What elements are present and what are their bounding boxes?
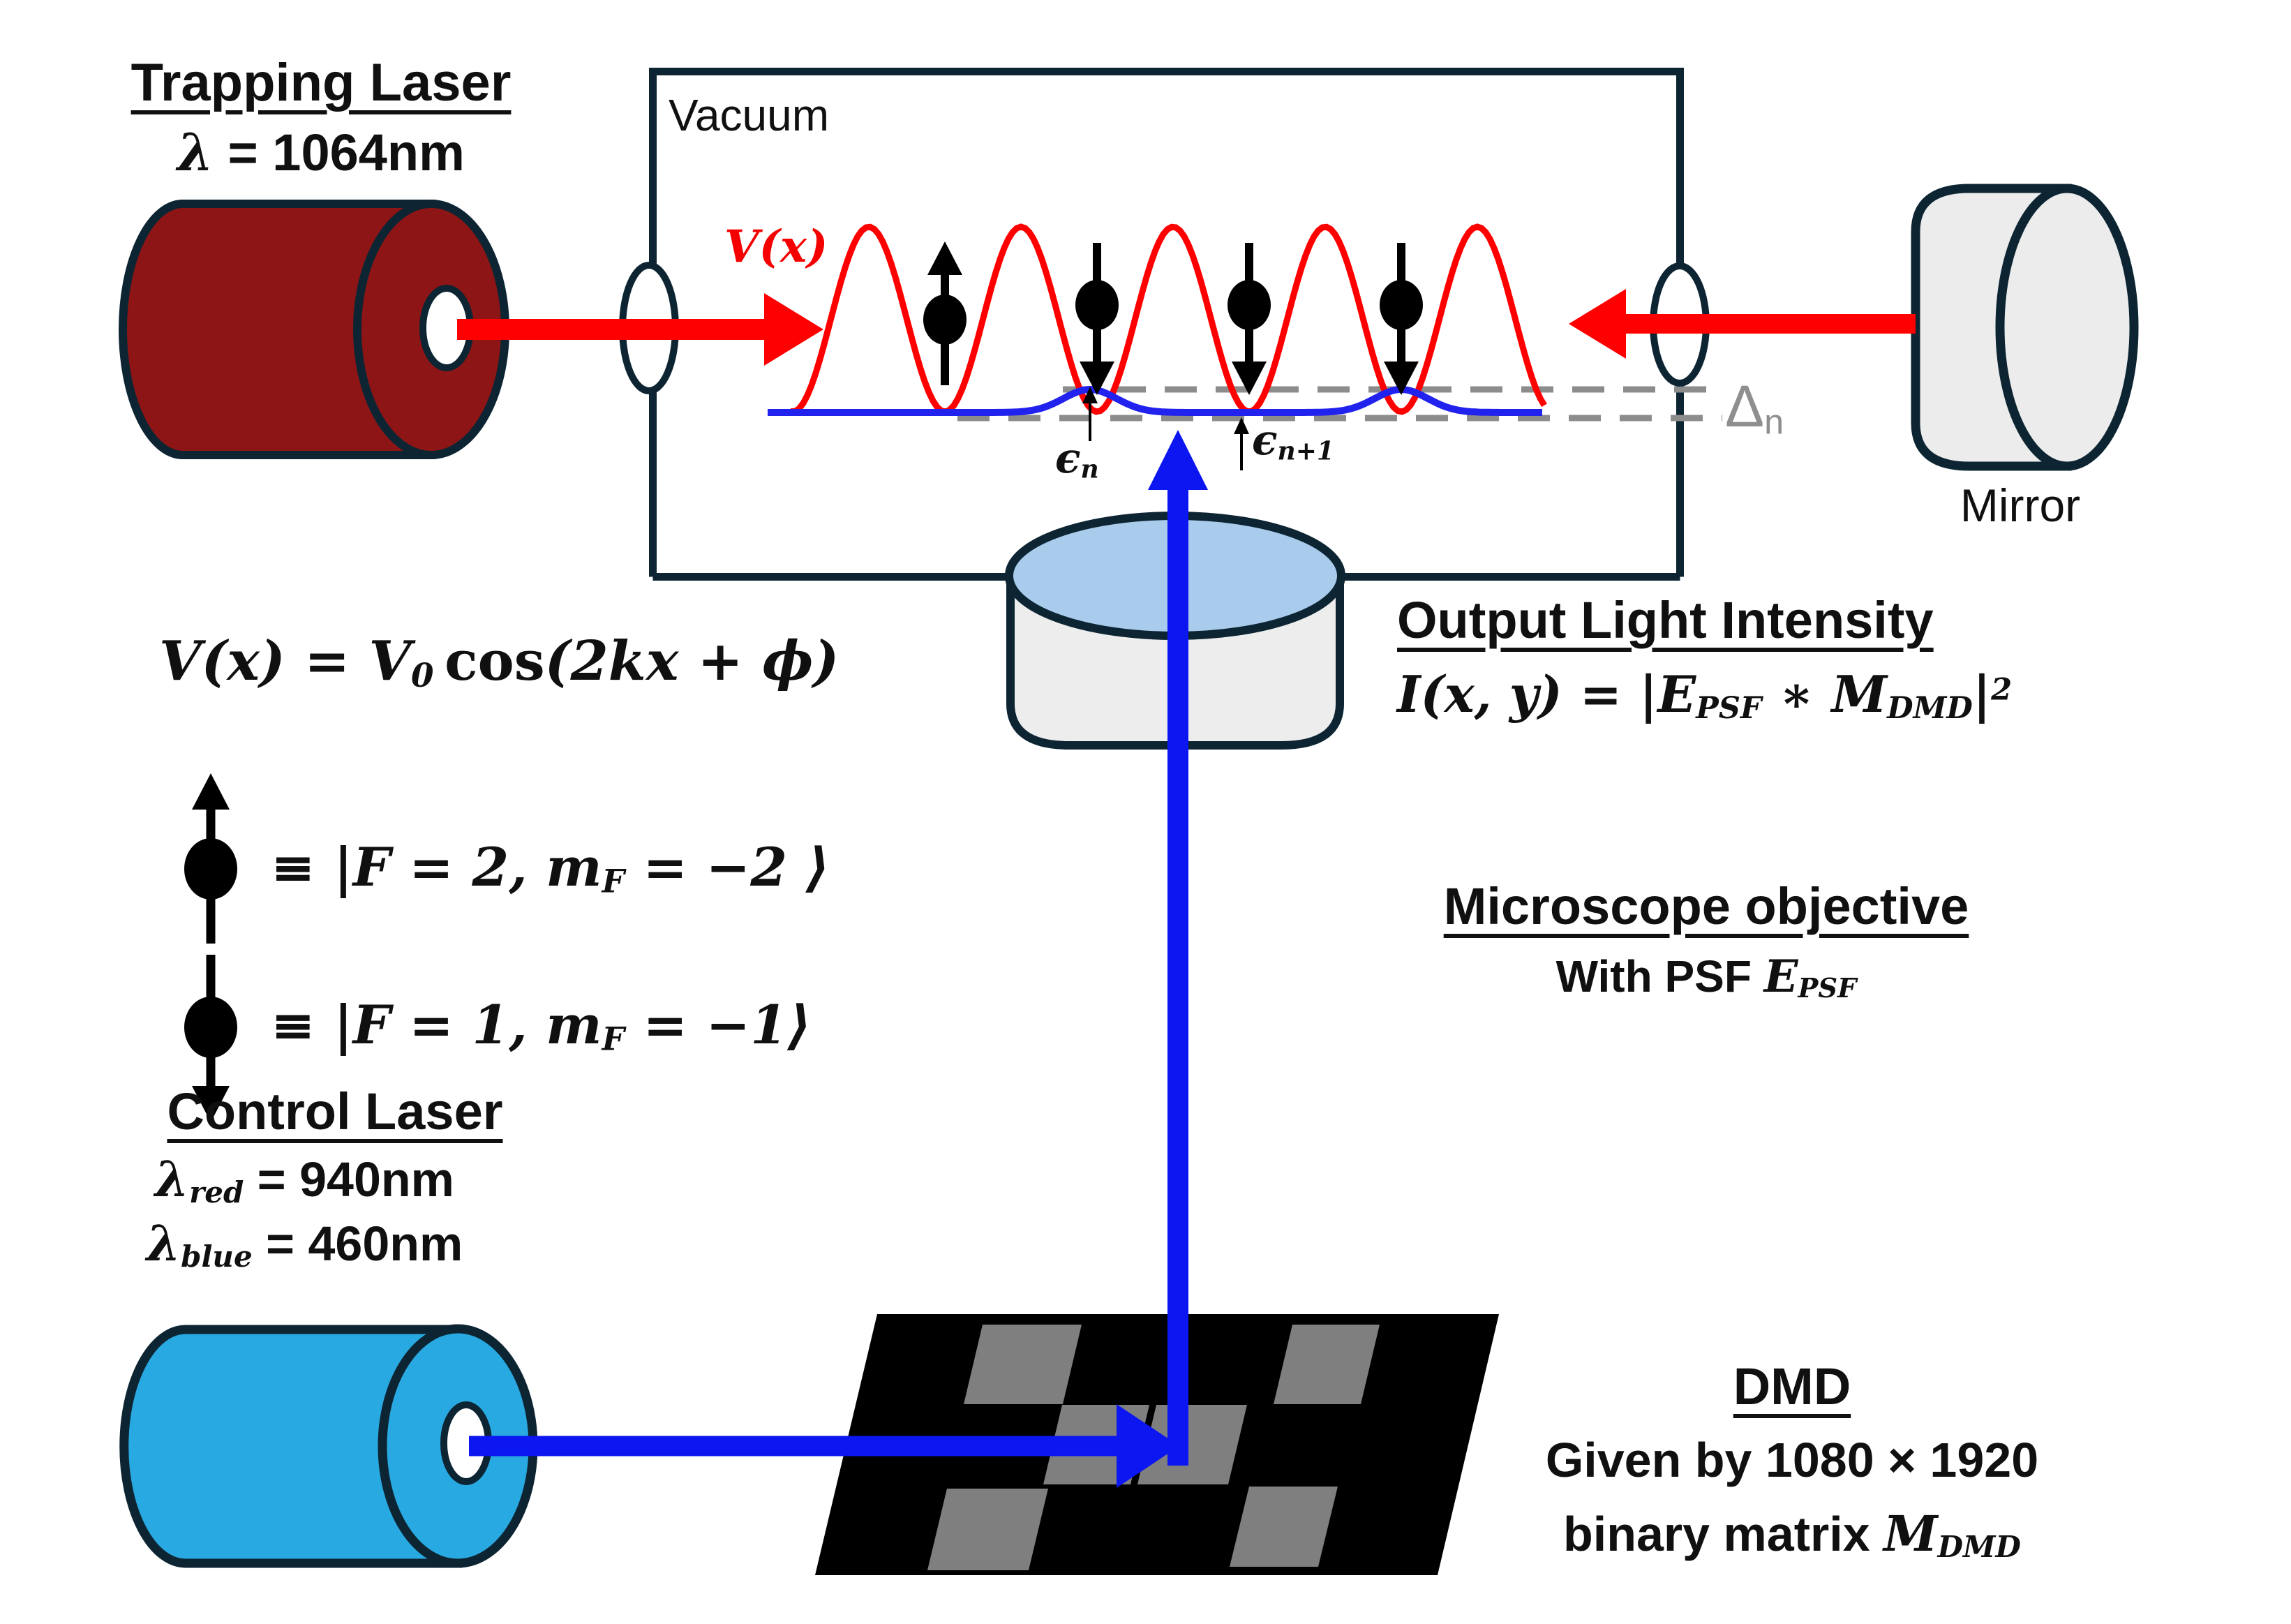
trapping-laser-title-text: Trapping Laser (130, 53, 512, 112)
spin-down-definition: ≡ |F = 1, mF = −1⟩ (271, 994, 812, 1058)
atom-spin-down-1 (1075, 243, 1119, 395)
dmd-tile-top-left (964, 1325, 1082, 1404)
dmd-tile-center-right (1137, 1405, 1247, 1484)
mirror-label: Mirror (1960, 479, 2081, 531)
control-beam-arrow (469, 1404, 1179, 1488)
trapping-laser-cylinder (119, 200, 509, 459)
epsilon-n-label: ϵn (1055, 434, 1099, 484)
spin-up-definition: ≡ |F = 2, mF = −2 ⟩ (271, 836, 830, 900)
spin-down-glyph (184, 955, 237, 1122)
dmd-tile-bottom-right (1230, 1487, 1338, 1567)
control-laser-blue-wavelength: λblue = 460nm (147, 1214, 463, 1274)
atom-spin-up (923, 241, 967, 385)
control-light-intensity-curve (768, 385, 1542, 416)
epsilon-n1-arrow (1234, 417, 1249, 470)
control-laser-title: Control Laser (167, 1082, 503, 1140)
spin-legend-glyphs (184, 773, 237, 1122)
dmd-tile-bottom-left (927, 1489, 1048, 1570)
potential-equation: V(x) = V0 cos(2kx + ϕ) (159, 630, 839, 695)
output-light-title: Output Light Intensity (1397, 591, 1934, 649)
epsilon-n-arrow (1082, 387, 1098, 441)
vacuum-label: Vacuum (669, 90, 830, 140)
dmd-title: DMD (1733, 1357, 1851, 1415)
dmd-tile-top-right (1274, 1325, 1380, 1404)
trapping-laser-wavelength: λ = 1064nm (177, 123, 465, 183)
spin-up-glyph (184, 773, 237, 944)
atom-spin-down-3 (1380, 243, 1423, 395)
trapping-beam-right-arrow (457, 293, 823, 366)
dmd-line2: binary matrix MDMD (1563, 1505, 2021, 1564)
potential-curve-label: V(x) (724, 221, 828, 273)
atom-spin-down-2 (1227, 243, 1271, 395)
dmd-line1: Given by 1080 × 1920 (1545, 1433, 2039, 1487)
delta-n-label: Δn (1725, 373, 1784, 442)
projected-beam-arrow (1148, 430, 1208, 1466)
trapping-laser-title: Trapping Laser (84, 52, 558, 114)
output-light-formula: I(x, y) = |EPSF ∗ MDMD|2 (1397, 664, 2013, 727)
mirror (1911, 184, 2139, 471)
microscope-subtitle: With PSF EPSF (1555, 951, 1857, 1005)
microscope-title: Microscope objective (1443, 877, 1969, 935)
epsilon-n1-label: ϵn+1 (1252, 416, 1334, 466)
control-laser-red-wavelength: λred = 940nm (155, 1150, 454, 1209)
retro-beam-left-arrow (1569, 289, 1916, 359)
lattice-potential-curve (791, 223, 1547, 415)
